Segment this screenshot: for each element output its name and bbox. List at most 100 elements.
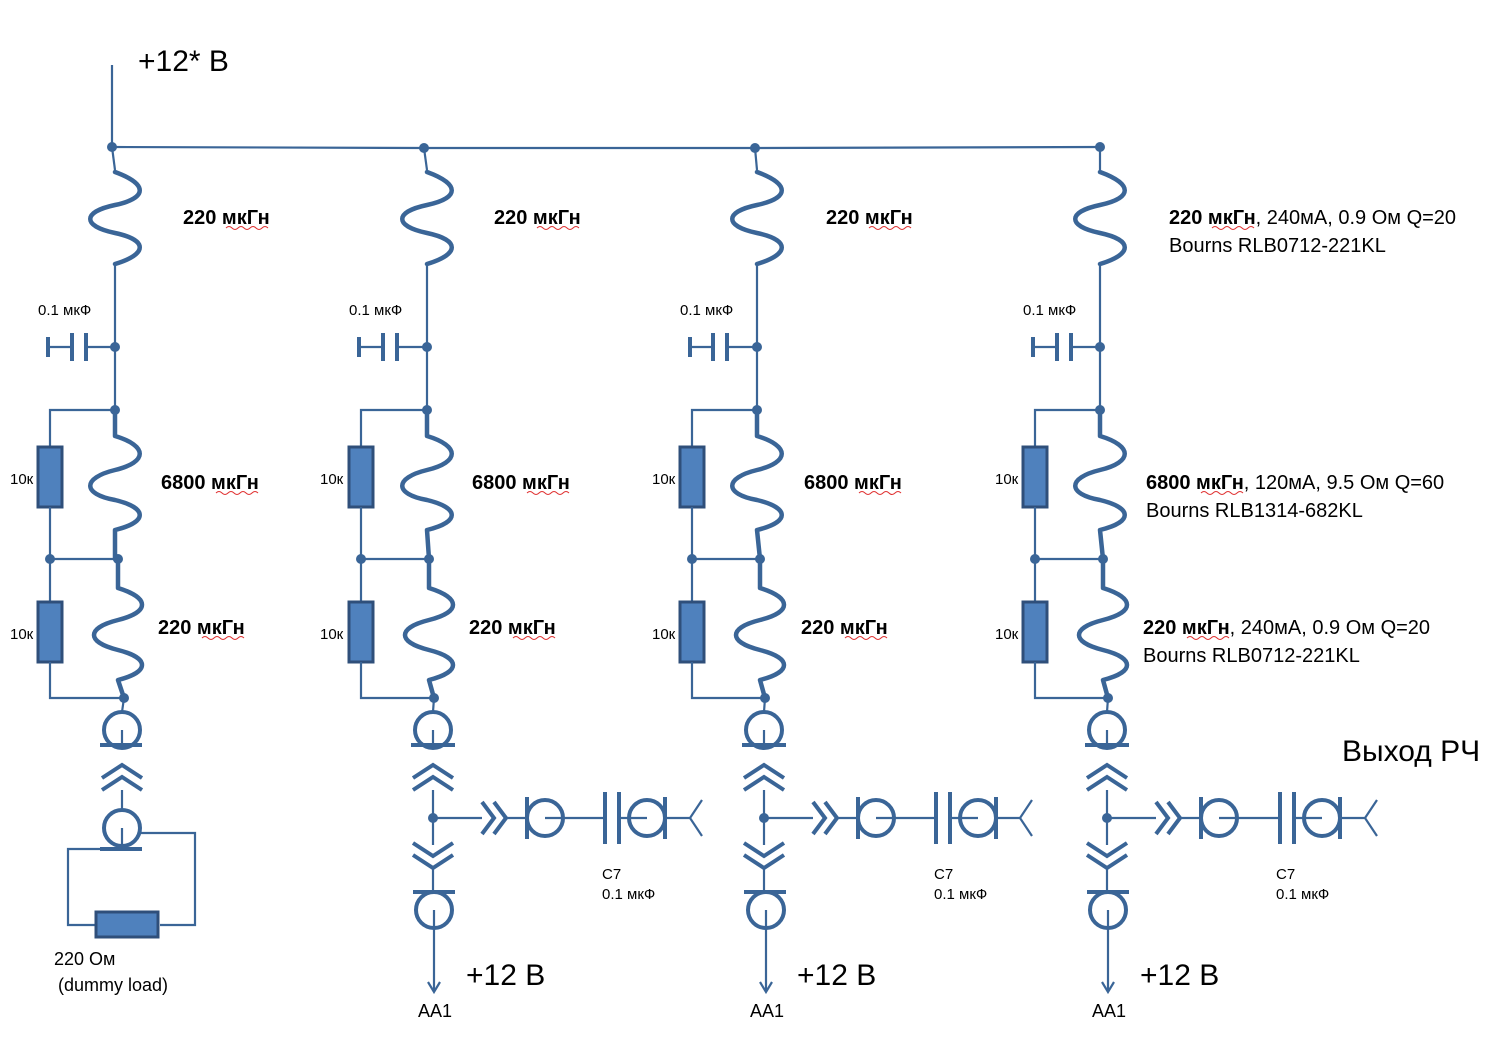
plug-chevron (1154, 800, 1171, 836)
jack-symbol (1018, 799, 1033, 837)
plug-chevron (411, 841, 455, 859)
wire (359, 662, 434, 700)
spellcheck-underline (844, 636, 888, 640)
wire (1105, 697, 1110, 713)
spellcheck-underline (225, 226, 269, 230)
dummy-load-resistor (94, 910, 160, 939)
resistor-10k-2 (347, 600, 375, 664)
plug-chevron (411, 762, 455, 780)
spellcheck-underline (512, 636, 556, 640)
c7-label: C7 (602, 866, 621, 883)
spellcheck-underline (1211, 226, 1255, 230)
inductor-spec: , 240мА, 0.9 Ом Q=20 (1256, 207, 1456, 229)
wire (66, 847, 104, 927)
dummy-load-note: (dummy load) (58, 975, 168, 995)
plug-chevron (1085, 841, 1129, 859)
spellcheck-underline (868, 226, 912, 230)
jack-symbol (688, 799, 703, 837)
rf-output-label: Выход РЧ (1342, 735, 1480, 768)
resistor-label: 10к (995, 471, 1019, 488)
inductor-part-number: Bourns RLB0712-221KL (1169, 235, 1386, 257)
inductor-220uh-1 (88, 169, 142, 267)
wire (110, 146, 117, 171)
inductor-6800uh (1073, 409, 1127, 562)
inductor-label: 220 мкГн (158, 617, 245, 639)
inductor-6800uh (400, 409, 454, 562)
resistor-10k-2 (1021, 600, 1049, 664)
wire (690, 662, 765, 700)
arrow-head (427, 981, 441, 995)
inductor-part-number: Bourns RLB0712-221KL (1143, 645, 1360, 667)
wire (762, 697, 767, 713)
resistor-10k-2 (678, 600, 706, 664)
resistor-label: 10к (10, 471, 34, 488)
arrow-head (759, 981, 773, 995)
inductor-220uh-2 (403, 558, 455, 701)
resistor-10k-1 (36, 445, 64, 509)
bottom-voltage-label: +12 В (466, 959, 545, 992)
plug-chevron (811, 800, 828, 836)
plug-chevron (742, 841, 786, 859)
c7-label: C7 (1276, 866, 1295, 883)
spellcheck-underline (858, 491, 902, 495)
resistor-label: 10к (320, 471, 344, 488)
wire (1033, 408, 1100, 447)
inductor-label: 6800 мкГн (804, 472, 902, 494)
plug-chevron (100, 774, 144, 792)
inductor-6800uh (88, 409, 142, 562)
inductor-label: 6800 мкГн (161, 472, 259, 494)
spellcheck-underline (526, 491, 570, 495)
bottom-voltage-label: +12 В (1140, 959, 1219, 992)
resistor-label: 10к (320, 626, 344, 643)
wire (48, 662, 124, 700)
inductor-spec: , 240мА, 0.9 Ом Q=20 (1230, 617, 1430, 639)
plug-chevron (1085, 762, 1129, 780)
inductor-label: 220 мкГн (801, 617, 888, 639)
supply-rail-wire (111, 145, 1101, 150)
capacitor-label: 0.1 мкФ (680, 302, 733, 319)
inductor-6800uh (730, 409, 784, 562)
column-4 (1021, 142, 1378, 995)
plug-chevron (100, 762, 144, 780)
inductor-part-number: Bourns RLB1314-682KL (1146, 500, 1363, 522)
coax-connector (744, 710, 784, 750)
inductor-label: 220 мкГн (469, 617, 556, 639)
inductor-220uh-1 (730, 169, 784, 267)
coax-connector (102, 710, 142, 750)
wire (140, 831, 197, 927)
wire (431, 697, 436, 713)
resistor-10k-1 (678, 445, 706, 509)
inductor-spec: , 120мА, 9.5 Ом Q=60 (1244, 472, 1444, 494)
inductor-label: 220 мкГн (183, 207, 270, 229)
coax-connector (1087, 710, 1127, 750)
column-1 (36, 142, 197, 939)
spellcheck-underline (1186, 636, 1230, 640)
c7-value: 0.1 мкФ (934, 886, 987, 903)
inductor-spec-label: 220 мкГн, 240мА, 0.9 Ом Q=20 (1143, 617, 1430, 639)
plug-chevron (1085, 774, 1129, 792)
inductor-label: 6800 мкГн (472, 472, 570, 494)
bottom-voltage-label: +12 В (797, 959, 876, 992)
resistor-10k-2 (36, 600, 64, 664)
resistor-label: 10к (652, 471, 676, 488)
capacitor-label: 0.1 мкФ (1023, 302, 1076, 319)
spellcheck-underline (215, 491, 259, 495)
capacitor-label: 0.1 мкФ (38, 302, 91, 319)
wire (48, 408, 115, 447)
antenna-label: AA1 (1092, 1001, 1126, 1021)
resistor-10k-1 (347, 445, 375, 509)
column-2 (347, 143, 703, 995)
dummy-load-value: 220 Ом (54, 949, 115, 969)
inductor-220uh-1 (1073, 169, 1127, 267)
wire (359, 408, 427, 447)
resistor-10k-1 (1021, 445, 1049, 509)
antenna-label: AA1 (750, 1001, 784, 1021)
resistor-label: 10к (652, 626, 676, 643)
plug-chevron (411, 774, 455, 792)
column-3 (678, 143, 1033, 995)
wire (753, 147, 759, 171)
inductor-220uh-2 (1077, 558, 1129, 701)
c7-value: 0.1 мкФ (1276, 886, 1329, 903)
plug-chevron (742, 762, 786, 780)
